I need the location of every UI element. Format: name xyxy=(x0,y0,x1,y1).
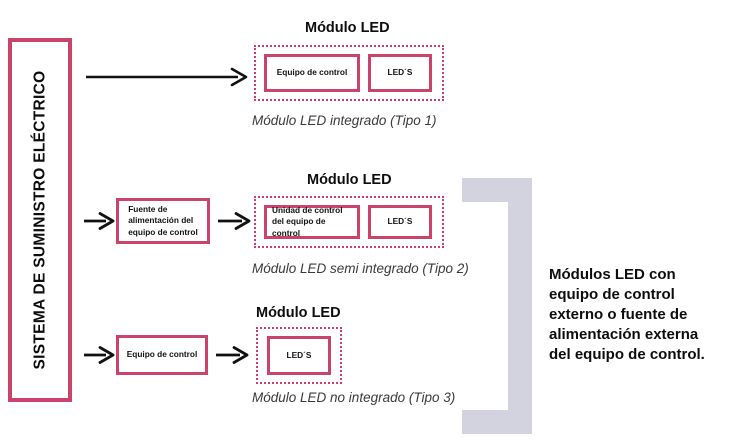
description-line-5: del equipo de control. xyxy=(549,345,705,363)
grouping-bracket xyxy=(462,178,532,434)
box-label-line2: del equipo de control xyxy=(272,216,326,238)
box-label: LED´S xyxy=(286,349,312,360)
supply-system-box: SISTEMA DE SUMINISTRO ELÉCTRICO xyxy=(8,38,72,402)
box-label: Equipo de control xyxy=(126,349,198,360)
module-title-tipo-1: Módulo LED xyxy=(305,20,390,36)
module-title-tipo-2: Módulo LED xyxy=(307,172,392,188)
supply-system-label: SISTEMA DE SUMINISTRO ELÉCTRICO xyxy=(31,70,48,370)
box-leds-tipo-3: LED´S xyxy=(267,336,331,375)
description-line-2: equipo de control xyxy=(549,285,675,303)
caption-tipo-3: Módulo LED no integrado (Tipo 3) xyxy=(252,390,456,405)
caption-tipo-1: Módulo LED integrado (Tipo 1) xyxy=(252,113,437,128)
arrow-supply-to-equipo xyxy=(84,344,116,366)
box-label-line1: Unidad de control xyxy=(272,205,343,216)
module-container-tipo-1: Equipo de control LED´S xyxy=(254,45,444,101)
box-label: LED´S xyxy=(387,67,413,78)
box-equipo-de-control-tipo-1: Equipo de control xyxy=(264,54,360,92)
box-label-line2: alimentación del xyxy=(128,215,194,226)
description-line-4: alimentación externa xyxy=(549,325,699,343)
description-line-1: Módulos LED con xyxy=(549,266,676,283)
bracket-right-segment xyxy=(508,178,532,434)
arrow-equipo-to-module-3 xyxy=(216,344,250,366)
arrow-fuente-to-module-2 xyxy=(218,210,252,232)
box-equipo-de-control-externo: Equipo de control xyxy=(116,335,208,375)
box-leds-tipo-1: LED´S xyxy=(368,54,432,92)
arrow-supply-to-module-1 xyxy=(86,66,252,88)
arrow-supply-to-fuente xyxy=(84,210,116,232)
module-title-tipo-3: Módulo LED xyxy=(256,305,341,321)
caption-tipo-2: Módulo LED semi integrado (Tipo 2) xyxy=(252,261,469,276)
module-container-tipo-3: LED´S xyxy=(256,327,342,384)
description-line-3: externo o fuente de xyxy=(549,305,688,323)
box-label-line3: equipo de control xyxy=(128,226,198,237)
description-text: Módulos LED con equipo de control extern… xyxy=(549,265,729,365)
box-label: LED´S xyxy=(387,216,413,227)
box-leds-tipo-2: LED´S xyxy=(368,205,432,239)
box-label: Equipo de control xyxy=(276,67,348,78)
bracket-bottom-segment xyxy=(462,410,532,434)
box-label-line1: Fuente de xyxy=(128,204,168,215)
